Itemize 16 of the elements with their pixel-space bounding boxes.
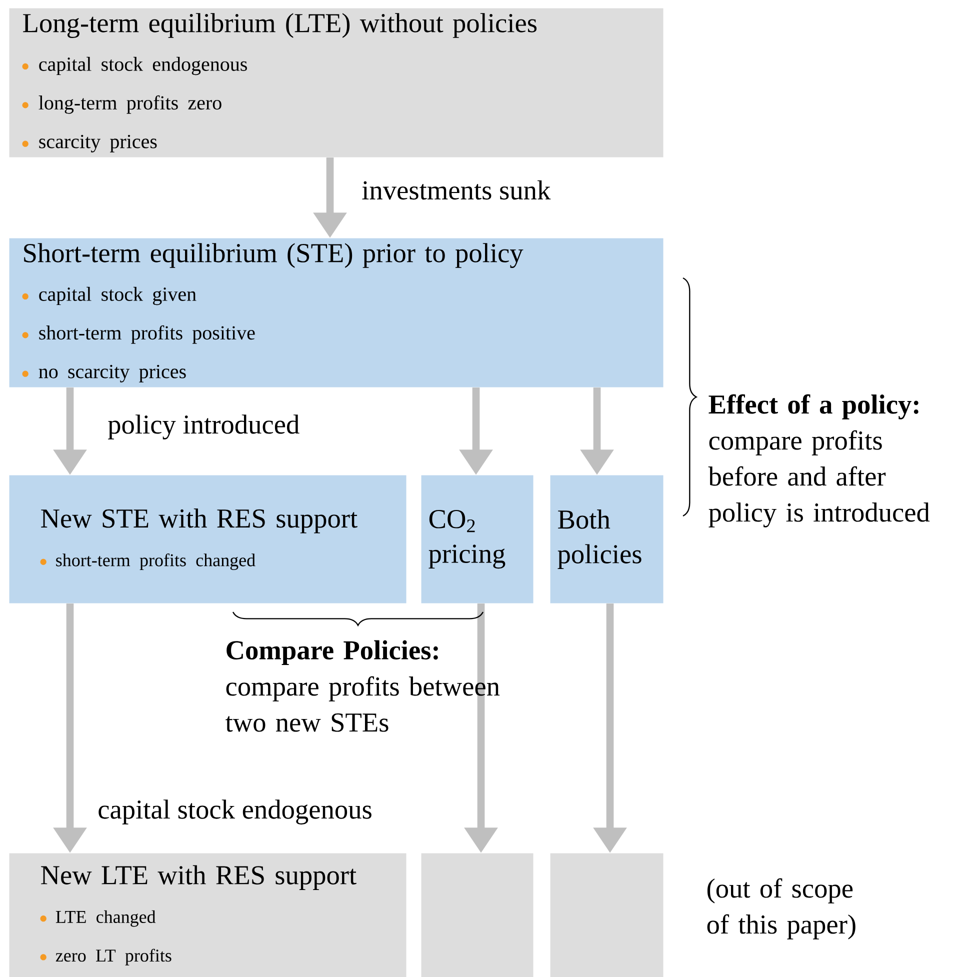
- note-text: compare profits between two new STEs: [226, 676, 500, 732]
- note-text: compare profits before and after policy is introduced: [708, 430, 930, 528]
- policy-box: CO$_{2}$ pricing: [421, 475, 534, 604]
- note-text: (out of scope of this paper): [707, 878, 856, 940]
- edge-label: policy introduced: [106, 413, 301, 441]
- equilibrium-box: Long-term equilibrium (LTE) without policies capital stock endogenous long-term profits zero scarcity prices: [9, 8, 664, 158]
- edge-label: investments sunk: [360, 179, 552, 201]
- edge-label: capital stock endogenous: [96, 798, 374, 826]
- policy-box: Both policies: [550, 475, 664, 604]
- equilibrium-box: New STE with RES support short-term profits changed: [9, 475, 406, 604]
- note-text: Effect of a policy:: [708, 394, 918, 420]
- note-text: Compare Policies:: [226, 640, 438, 666]
- empty-box: [421, 853, 534, 977]
- empty-box: [550, 853, 664, 977]
- equilibrium-box: New LTE with RES support LTE changed zero LT profits: [9, 853, 406, 977]
- equilibrium-box: Short-term equilibrium (STE) prior to policy capital stock given short-term profits positive no scarcity prices: [9, 238, 664, 388]
